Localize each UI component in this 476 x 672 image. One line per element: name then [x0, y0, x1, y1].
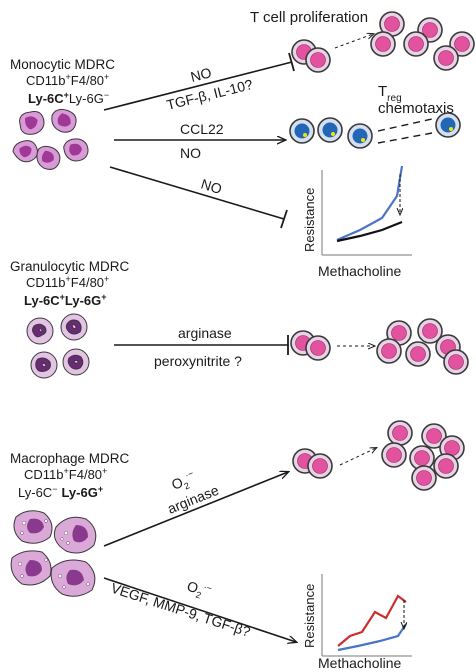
- label-tgf-il10: TGF-β, IL-10?: [165, 76, 255, 113]
- tcell-pair-inhibited-middle: [290, 330, 331, 361]
- plot-bottom-xlabel: Methacholine: [318, 655, 401, 671]
- granulocytic-markers-line1: CD11b+F4/80+: [26, 274, 109, 290]
- tcell-cluster-proliferating-middle: [376, 318, 469, 375]
- label-no-mono-tcell: NO: [189, 64, 213, 85]
- monocytic-markers-line1: CD11b+F4/80+: [26, 72, 109, 88]
- label-o2-down: O2·−: [184, 577, 213, 603]
- label-peroxynitrite: peroxynitrite ?: [154, 353, 242, 369]
- resistance-plot-bottom: Resistance Methacholine: [302, 574, 412, 671]
- inhibit-bar-mono-to-resistance: [280, 209, 288, 229]
- macrophage-markers-line1: CD11b+F4/80+: [24, 466, 107, 482]
- label-vegf-mmp9-tgf: VEGF, MMP-9, TGF-β?: [109, 580, 253, 640]
- plot-bottom-curve-blue: [337, 623, 407, 652]
- label-no-mono-resistance: NO: [199, 176, 224, 197]
- label-arginase-gran: arginase: [178, 325, 232, 341]
- tcell-pair-inhibited-top: [291, 39, 331, 73]
- granulocytic-cells: [26, 313, 90, 379]
- treg-cell-group: [289, 112, 461, 149]
- monocytic-cells: [12, 108, 89, 170]
- macrophage-mdrc-title: Macrophage MDRC: [10, 451, 130, 466]
- treg-chemotaxis-label: chemotaxis: [378, 100, 454, 117]
- dashed-arrow-tcell-bottom: [339, 448, 376, 466]
- plot-top-xlabel: Methacholine: [318, 263, 401, 279]
- plot-top-curve-blue: [336, 165, 404, 242]
- inhibit-line-mono-to-resistance: [109, 166, 285, 220]
- arrow-mac-to-resistance: [103, 577, 296, 642]
- tcell-cluster-proliferating-top: [370, 11, 475, 71]
- tcell-cluster-proliferating-bottom: [381, 420, 465, 491]
- plot-bottom-ylabel: Resistance: [302, 584, 317, 648]
- granulocytic-mdrc-title: Granulocytic MDRC: [10, 259, 130, 274]
- macrophage-markers-line2: Ly-6C−Ly-6G+: [18, 484, 103, 500]
- tcell-pair-middle-bottom: [292, 448, 333, 479]
- resistance-plot-top: Resistance Methacholine: [302, 165, 412, 279]
- treg-dashed-line-1: [377, 118, 433, 132]
- plot-top-curve-black: [336, 220, 403, 243]
- dashed-arrow-tcell-top: [334, 34, 373, 49]
- monocytic-markers-line2: Ly-6C+Ly-6G−: [28, 90, 109, 106]
- monocytic-mdrc-title: Monocytic MDRC: [10, 57, 115, 72]
- plot-bottom-curve-red: [337, 594, 407, 647]
- label-no-mono-treg: NO: [180, 145, 201, 161]
- treg-label: Treg: [378, 83, 402, 104]
- arrow-mac-to-tcell: [103, 472, 288, 547]
- granulocytic-markers-line2: Ly-6C+Ly-6G+: [24, 292, 107, 308]
- treg-dashed-line-2: [377, 132, 433, 144]
- label-ccl22: CCL22: [180, 121, 224, 137]
- inhibit-line-mono-to-tcell: [103, 61, 293, 111]
- tcell-proliferation-label: T cell proliferation: [250, 9, 368, 26]
- inhibit-bar-mono-to-tcell: [288, 52, 295, 72]
- plot-top-ylabel: Resistance: [302, 188, 317, 252]
- macrophage-cells: [10, 510, 97, 597]
